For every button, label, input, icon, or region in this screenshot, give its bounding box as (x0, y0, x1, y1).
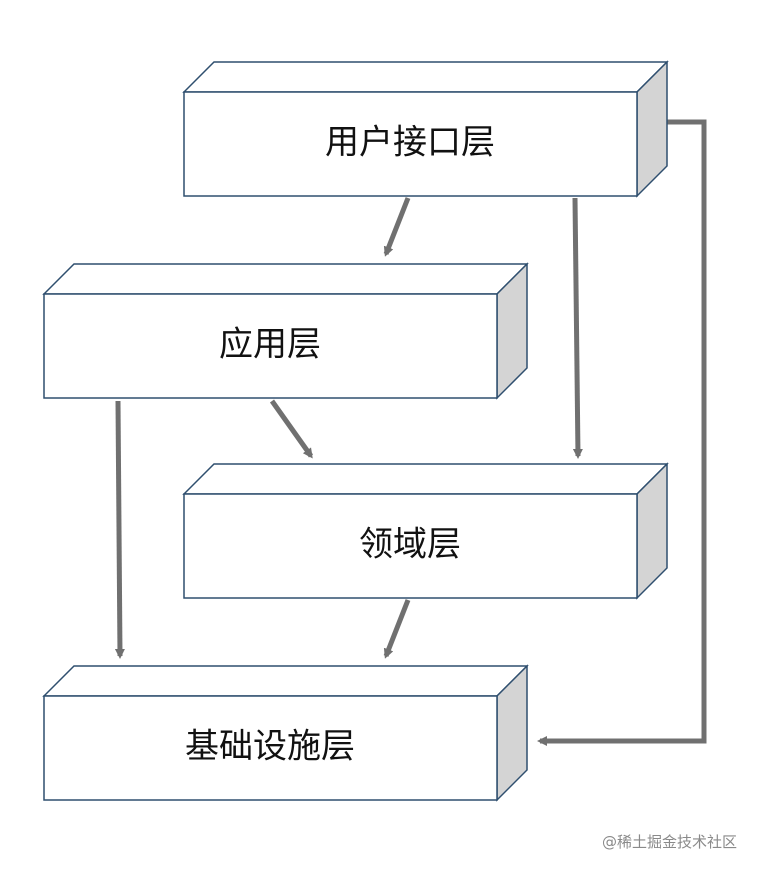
domain-layer-box: 领域层 (182, 462, 669, 600)
dependency-arrows (114, 119, 707, 746)
arrow-app-to-domain (269, 399, 314, 459)
domain-layer-label: 领域层 (359, 525, 461, 565)
application-layer-box: 应用层 (42, 262, 529, 400)
arrow-app-to-infra (114, 400, 125, 659)
arrow-ui-to-infra (537, 119, 707, 746)
infrastructure-layer-label: 基础设施层 (185, 727, 355, 767)
application-layer-label: 应用层 (219, 325, 321, 365)
arrow-ui-to-app (383, 197, 411, 257)
arrow-ui-to-domain (572, 197, 583, 459)
user-interface-layer-box: 用户接口层 (182, 60, 669, 198)
infrastructure-layer-box: 基础设施层 (42, 664, 529, 802)
watermark-text: @稀土掘金技术社区 (602, 833, 737, 851)
arrow-domain-to-infra (383, 599, 411, 659)
user-interface-layer-label: 用户接口层 (325, 123, 495, 163)
